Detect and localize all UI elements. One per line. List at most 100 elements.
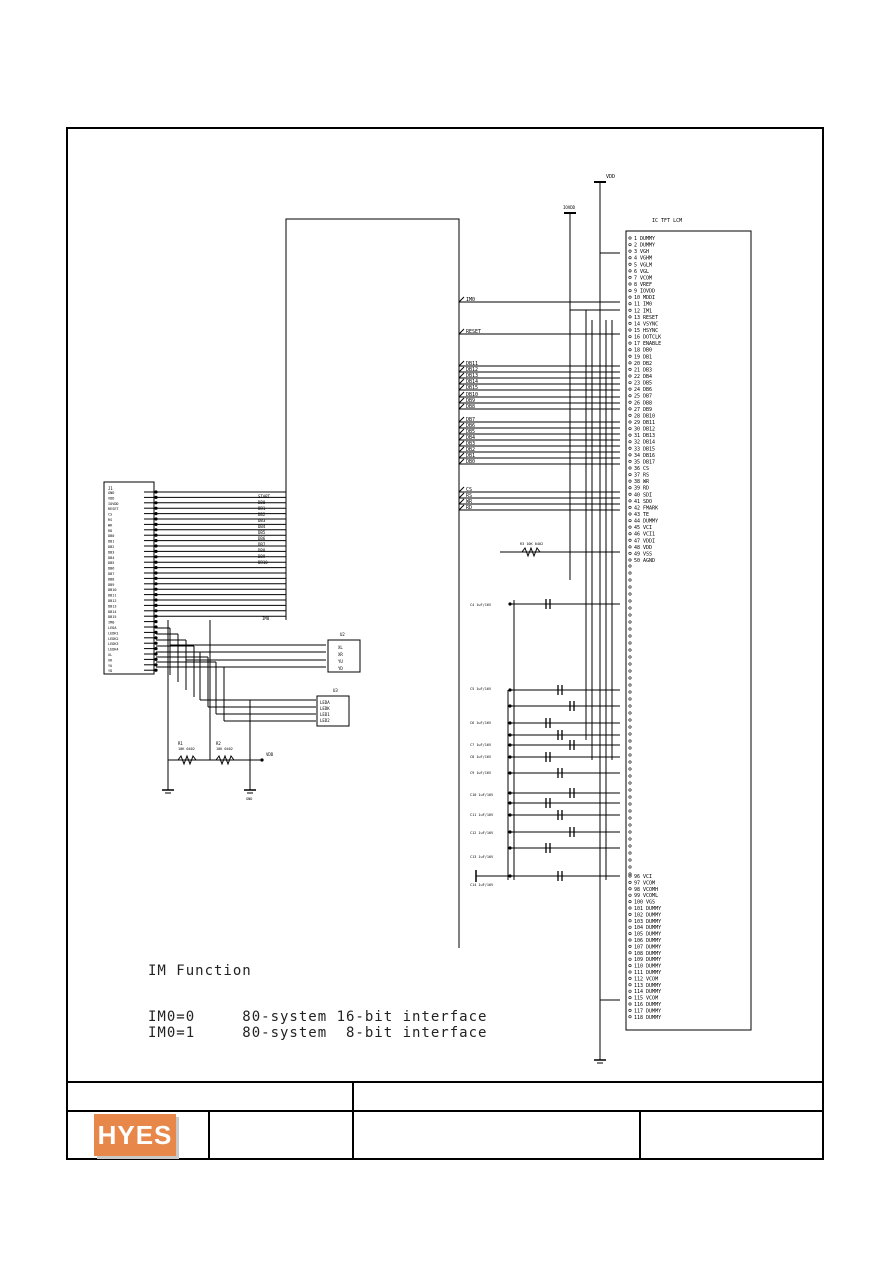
connector-pin-label: DB13 — [108, 604, 116, 608]
ic-pin-label: 102 DUMMY — [634, 912, 661, 918]
side-label: DB7 — [258, 542, 266, 547]
u2-title: U2 — [340, 632, 345, 637]
ic-pin-label: 103 DUMMY — [634, 919, 661, 925]
connector-pin-label: XL — [108, 653, 112, 657]
side-label: START — [258, 494, 271, 499]
ic-pin-label: 110 DUMMY — [634, 964, 661, 970]
ic-pin-label: 30 DB12 — [634, 427, 655, 433]
iovdd-label: IOVDD — [563, 205, 576, 210]
ic-pin-label: 105 DUMMY — [634, 932, 661, 938]
signal-label: DB15 — [466, 385, 478, 391]
signal-stub — [458, 416, 465, 423]
resistor-label: R3 10K 0402 — [520, 542, 543, 546]
side-label: DB10 — [258, 560, 268, 565]
ic-pin-marker — [628, 938, 632, 942]
ic-pin-marker — [628, 592, 632, 596]
ic-pin-marker — [628, 957, 632, 961]
ic-pin-marker — [628, 571, 632, 575]
ic-pin-label: 36 CS — [634, 466, 649, 472]
u2-pin-label: YU — [338, 659, 343, 664]
u2-chip — [327, 639, 361, 673]
ic-pin-label: 37 RS — [634, 473, 649, 479]
resistor-name: R2 — [216, 741, 221, 746]
ic-pin-marker — [628, 976, 632, 980]
cap-label: C5 1uF/16V — [470, 687, 492, 691]
signal-stub — [458, 391, 465, 398]
junction-dot — [154, 663, 158, 667]
ic-pin-label: 14 VSYNC — [634, 321, 658, 327]
drawing-frame — [66, 127, 824, 1160]
junction-dot — [154, 620, 158, 624]
junction-dot — [154, 668, 158, 672]
ic-pin-marker — [628, 341, 632, 345]
cap-label: C13 1uF/16V — [470, 855, 494, 859]
signal-stub — [458, 372, 465, 379]
signal-label: DB4 — [466, 435, 475, 441]
u3-pin-label: LEDK — [320, 706, 330, 711]
ic-pin-marker — [628, 551, 632, 555]
ic-pin-label: 29 DB11 — [634, 420, 655, 426]
ic-pin-marker — [628, 519, 632, 523]
ic-pin-marker — [628, 912, 632, 916]
signal-label: DB7 — [466, 417, 475, 423]
u3-pin-label: LEDA — [320, 700, 330, 705]
ic-pin-label: 39 RD — [634, 486, 649, 492]
title-block — [66, 1081, 824, 1160]
ic-pin-label: 23 DB5 — [634, 381, 652, 387]
ic-pin-label: 21 DB3 — [634, 367, 652, 373]
ic-pin-marker — [628, 627, 632, 631]
signal-stub — [458, 498, 465, 505]
ic-pin-marker — [628, 262, 632, 266]
ic-pin-marker — [628, 655, 632, 659]
ic-pin-label: 48 VDD — [634, 545, 652, 551]
ic-pin-marker — [628, 970, 632, 974]
junction-dot — [508, 704, 512, 708]
ic-pin-marker — [628, 620, 632, 624]
signal-stub — [458, 492, 465, 499]
notes-line-1: IM0=0 80-system 16-bit interface — [148, 1009, 488, 1025]
ic-pin-label: 28 DB10 — [634, 413, 655, 419]
ic-pin-marker — [628, 809, 632, 813]
connector-pin-label: DB12 — [108, 599, 116, 603]
ic-pin-label: 114 DUMMY — [634, 989, 661, 995]
connector-pin-label: XR — [108, 658, 113, 662]
connector-pin-label: RD — [108, 529, 112, 533]
ic-pin-marker — [628, 1015, 632, 1019]
ic-pin-label: 27 DB9 — [634, 407, 652, 413]
ic-pin-marker — [628, 613, 632, 617]
junction-dot — [260, 758, 264, 762]
ic-pin-label: 15 HSYNC — [634, 328, 658, 334]
connector-pin-label: CS — [108, 513, 112, 517]
junction-dot — [508, 791, 512, 795]
ic-pin-label: 106 DUMMY — [634, 938, 661, 944]
ic-pin-marker — [628, 996, 632, 1000]
connector-pin-label: GND — [108, 491, 114, 495]
ic-pin-label: 40 SDI — [634, 492, 652, 498]
signal-stub — [458, 504, 465, 511]
ic-pin-marker — [628, 739, 632, 743]
ic-pin-label: 108 DUMMY — [634, 951, 661, 957]
junction-dot — [154, 647, 158, 651]
ic-pin-label: 3 VGH — [634, 249, 649, 255]
ic-pin-label: 22 DB4 — [634, 374, 652, 380]
ic-pin-marker — [628, 466, 632, 470]
signal-stub — [458, 403, 465, 410]
junction-dot — [154, 641, 158, 645]
ic-pin-label: 32 DB14 — [634, 440, 655, 446]
ic-pin-marker — [628, 479, 632, 483]
resistor-value: 10K 0402 — [178, 747, 195, 751]
ic-pin-marker — [628, 774, 632, 778]
resistor — [521, 546, 541, 558]
side-label: DB5 — [258, 530, 266, 535]
ic-pin-marker — [628, 269, 632, 273]
ic-pin-marker — [628, 512, 632, 516]
ic-pin-label: 20 DB2 — [634, 361, 652, 367]
u3-pin-label: LED1 — [320, 712, 330, 717]
connector-pin-label: DB2 — [108, 545, 114, 549]
ic-pin-label: 13 RESET — [634, 315, 658, 321]
junction-dot — [508, 688, 512, 692]
ic-pin-marker — [628, 887, 632, 891]
connector-pin-label: DB1 — [108, 540, 114, 544]
junction-dot — [508, 755, 512, 759]
